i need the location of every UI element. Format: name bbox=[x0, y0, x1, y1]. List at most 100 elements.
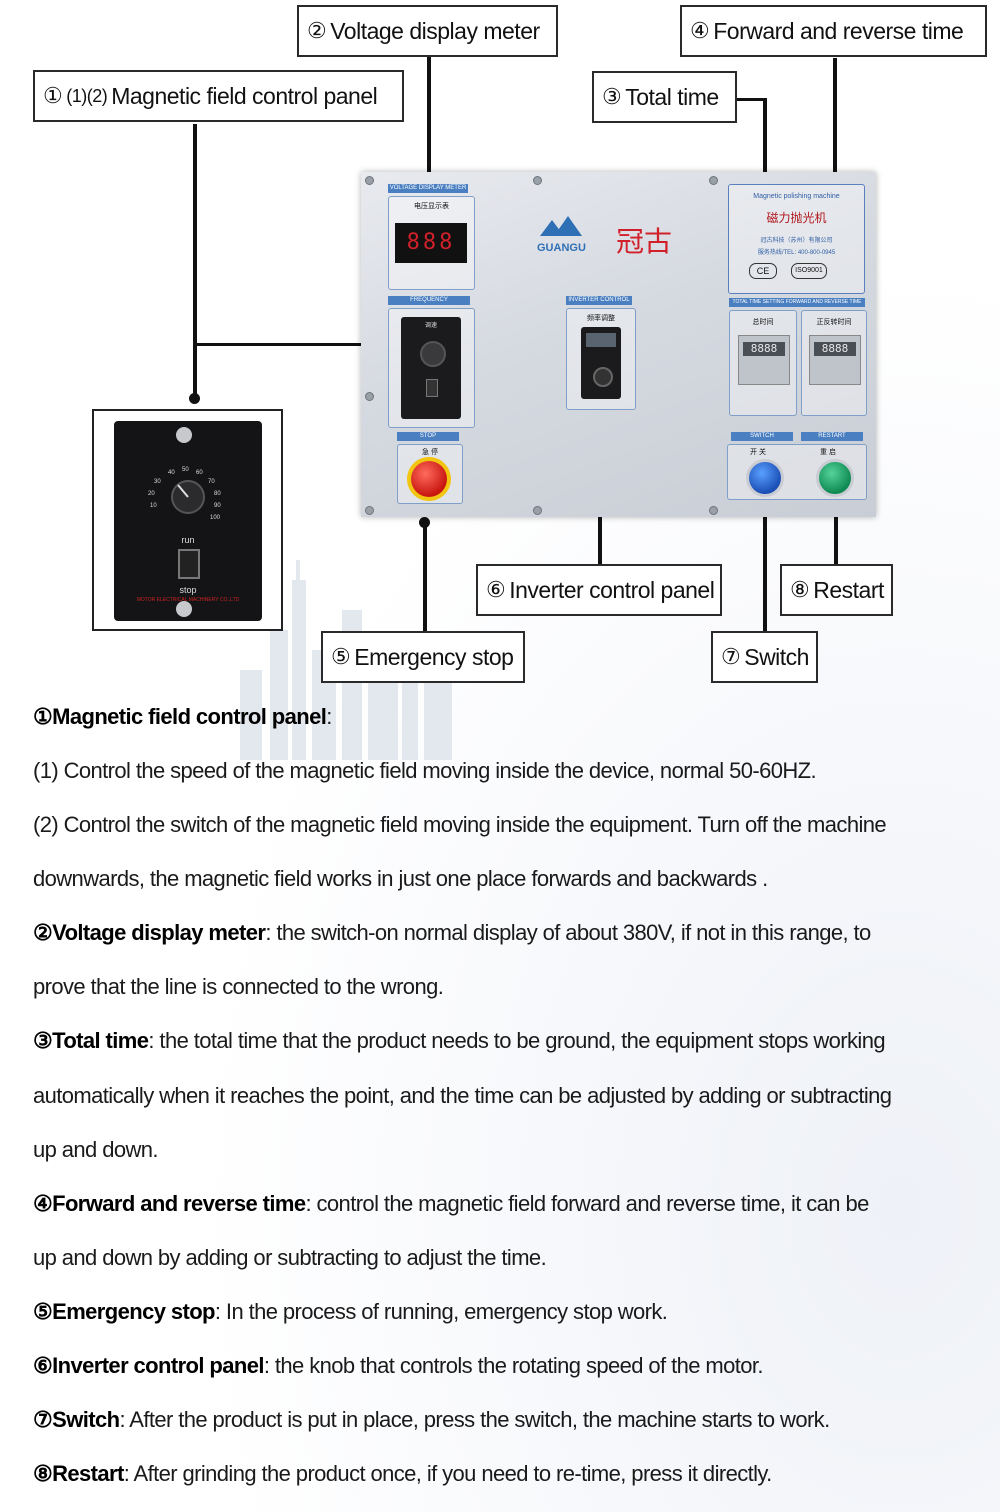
rocker-switch[interactable] bbox=[426, 379, 438, 397]
description-line: automatically when it reaches the point,… bbox=[33, 1083, 978, 1109]
description-text: : After the product is put in place, pre… bbox=[119, 1407, 830, 1432]
callout-emergency-stop: ⑤ Emergency stop bbox=[321, 631, 525, 683]
description-text: : the knob that controls the rotating sp… bbox=[263, 1353, 764, 1378]
screw-icon bbox=[709, 176, 718, 185]
stop-bar-label: STOP bbox=[397, 432, 459, 441]
description-text: : After grinding the product once, if yo… bbox=[123, 1461, 773, 1486]
timer-bar-label: TOTAL TIME SETTING FORWARD AND REVERSE T… bbox=[729, 298, 865, 307]
description-text: prove that the line is connected to the … bbox=[33, 974, 444, 999]
voltage-meter-box: 电压显示表 888 bbox=[388, 196, 475, 290]
callout-label: Forward and reverse time bbox=[713, 17, 964, 44]
connector-line-2 bbox=[427, 57, 431, 189]
inverter-bar-label: INVERTER CONTROL bbox=[566, 296, 632, 305]
dial-number: 50 bbox=[182, 467, 189, 473]
speed-knob[interactable] bbox=[420, 341, 446, 367]
inverter-knob[interactable] bbox=[593, 367, 613, 387]
callout-label: Voltage display meter bbox=[330, 17, 540, 44]
description-text: : bbox=[326, 704, 332, 729]
brand-chinese: 冠古 bbox=[616, 226, 673, 257]
total-time-box: 总时间 8888 bbox=[729, 310, 797, 416]
forward-reverse-title: 正反转时间 bbox=[816, 319, 852, 326]
switch-bar-label: SWITCH bbox=[731, 432, 793, 441]
callout-restart: ⑧ Restart bbox=[780, 564, 893, 616]
callout-number: ⑦ bbox=[721, 644, 741, 669]
forward-reverse-digits: 8888 bbox=[814, 342, 856, 356]
callout-label: Restart bbox=[813, 576, 884, 603]
description-line: downwards, the magnetic field works in j… bbox=[33, 866, 978, 892]
connector-line-8 bbox=[834, 503, 838, 564]
callout-number: ⑧ bbox=[790, 577, 810, 602]
screw-icon bbox=[176, 427, 192, 443]
brand-english: GUANGU bbox=[537, 242, 586, 254]
magnetic-field-controller-plate: 调速 bbox=[401, 317, 461, 419]
description-line: ⑦Switch: After the product is put in pla… bbox=[33, 1407, 978, 1433]
restart-button[interactable] bbox=[816, 459, 854, 497]
frequency-module-box: 调速 bbox=[388, 308, 475, 428]
emergency-stop-button[interactable] bbox=[411, 461, 447, 497]
description-line: ②Voltage display meter: the switch-on no… bbox=[33, 920, 978, 946]
frequency-title: 调速 bbox=[424, 323, 437, 329]
nameplate-tel: 服务热线/TEL: 400-800-0945 bbox=[757, 250, 836, 256]
dial-number: 70 bbox=[208, 479, 215, 485]
inverter-module-box: 频率调整 bbox=[566, 308, 636, 410]
connector-line-1b bbox=[193, 343, 383, 346]
callout-number: ⑤ bbox=[331, 644, 351, 669]
magnetic-controller-closeup: 10 20 30 40 50 60 70 80 90 100 run stop … bbox=[92, 409, 283, 631]
description-text: (2) Control the switch of the magnetic f… bbox=[33, 812, 887, 837]
connector-dot-5 bbox=[419, 517, 430, 528]
switch-title: 开 关 bbox=[750, 449, 766, 456]
description-line: prove that the line is connected to the … bbox=[33, 974, 978, 1000]
description-line: ①Magnetic field control panel: bbox=[33, 704, 978, 730]
description-line: ④Forward and reverse time: control the m… bbox=[33, 1191, 978, 1217]
voltage-bar-label: VOLTAGE DISPLAY METER bbox=[388, 184, 468, 193]
screw-icon bbox=[365, 506, 374, 515]
dial-number: 90 bbox=[214, 503, 221, 509]
forward-reverse-timer: 8888 bbox=[809, 335, 861, 385]
screw-icon bbox=[365, 176, 374, 185]
stop-label: stop bbox=[179, 585, 197, 595]
run-stop-switch[interactable] bbox=[178, 549, 200, 579]
callout-magnetic-field-panel: ① (1)(2) Magnetic field control panel bbox=[33, 70, 404, 122]
callout-label: Switch bbox=[744, 643, 809, 670]
description-text: (1) Control the speed of the magnetic fi… bbox=[33, 758, 817, 783]
connector-line-7 bbox=[763, 503, 767, 631]
forward-reverse-box: 正反转时间 8888 bbox=[801, 310, 867, 416]
connector-line-5 bbox=[423, 523, 427, 631]
description-heading: Voltage display meter bbox=[52, 920, 266, 945]
restart-bar-label: RESTART bbox=[801, 432, 863, 441]
switch-button[interactable] bbox=[746, 459, 784, 497]
callout-label: Emergency stop bbox=[354, 643, 514, 670]
screw-icon bbox=[709, 506, 718, 515]
ce-mark: CE bbox=[749, 263, 777, 279]
description-heading: Switch bbox=[52, 1407, 120, 1432]
description-line: up and down. bbox=[33, 1137, 978, 1163]
description-number: ③ bbox=[33, 1028, 53, 1053]
description-heading: Forward and reverse time bbox=[52, 1191, 306, 1216]
voltage-lcd-display: 888 bbox=[395, 223, 467, 263]
city-skyline-watermark bbox=[240, 560, 452, 760]
description-number: ⑤ bbox=[33, 1299, 53, 1324]
stop-title: 急 停 bbox=[422, 449, 438, 456]
screw-icon bbox=[365, 392, 374, 401]
voltage-meter-title: 电压显示表 bbox=[414, 203, 449, 210]
screw-icon bbox=[533, 176, 542, 185]
callout-total-time: ③ Total time bbox=[592, 71, 737, 123]
description-heading: Inverter control panel bbox=[52, 1353, 264, 1378]
description-heading: Restart bbox=[52, 1461, 124, 1486]
description-number: ④ bbox=[33, 1191, 53, 1216]
description-text: downwards, the magnetic field works in j… bbox=[33, 866, 768, 891]
description-number: ① bbox=[33, 704, 53, 729]
run-label: run bbox=[181, 535, 195, 545]
controller-plate: 10 20 30 40 50 60 70 80 90 100 run stop … bbox=[114, 421, 262, 621]
inverter-title: 频率调整 bbox=[587, 315, 615, 322]
total-time-digits: 8888 bbox=[743, 342, 785, 356]
dial-number: 30 bbox=[154, 479, 161, 485]
inverter-keypad bbox=[581, 327, 621, 399]
emergency-stop-box: 急 停 bbox=[397, 444, 463, 504]
description-line: ⑤Emergency stop: In the process of runni… bbox=[33, 1299, 978, 1325]
dial-number: 60 bbox=[196, 470, 203, 476]
dial-number: 10 bbox=[150, 503, 157, 509]
speed-dial[interactable] bbox=[138, 457, 238, 527]
callout-number: ④ bbox=[690, 18, 710, 43]
callout-number: ③ bbox=[602, 84, 622, 109]
